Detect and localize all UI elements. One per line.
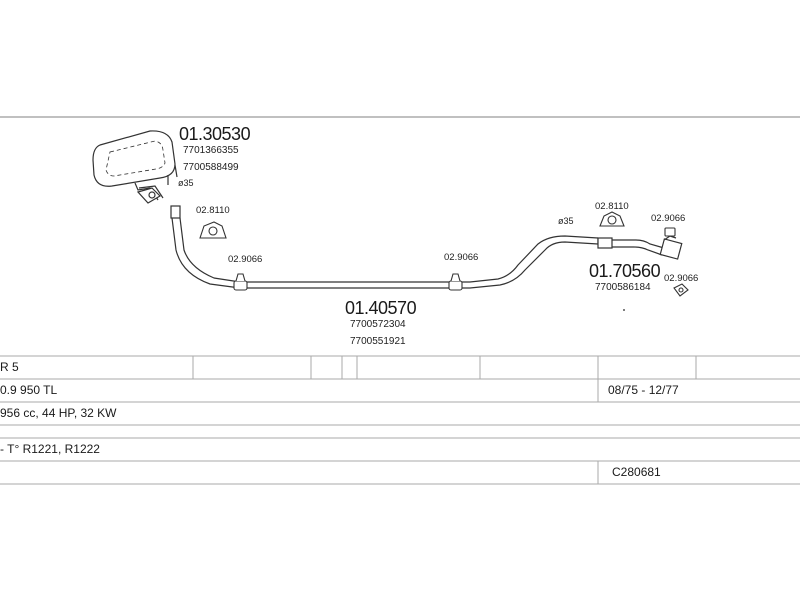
- years-cell: 08/75 - 12/77: [608, 383, 679, 397]
- hanger-front-bottom-label: 02.9066: [664, 273, 699, 284]
- rear-silencer-oe-2: 7700588499: [183, 162, 239, 173]
- hanger-front-bottom-drawing: [673, 283, 689, 297]
- hanger-front-top-drawing: [664, 227, 676, 237]
- catalog-code-cell: C280681: [612, 465, 661, 479]
- middle-pipe-drawing: [170, 205, 599, 289]
- front-pipe-drawing: [597, 235, 683, 260]
- mounting-rubber-front-drawing: [599, 211, 625, 227]
- hanger-rear-drawing: [233, 273, 248, 291]
- hanger-middle-drawing: [448, 273, 463, 291]
- mounting-rubber-rear-label: 02.8110: [196, 205, 230, 216]
- hanger-middle-label: 02.9066: [444, 252, 479, 263]
- mounting-rubber-rear-drawing: [199, 221, 227, 239]
- model-cell: R 5: [0, 360, 19, 374]
- rear-silencer-drawing: [92, 130, 178, 204]
- marker-dot: [623, 309, 625, 311]
- engine-code-cell: 0.9 950 TL: [0, 383, 58, 397]
- engine-spec-cell: 956 cc, 44 HP, 32 KW: [0, 406, 117, 420]
- rear-silencer-pipe-diameter: ø35: [178, 178, 194, 188]
- type-cell: - T° R1221, R1222: [0, 442, 100, 456]
- hanger-rear-label: 02.9066: [228, 254, 263, 265]
- hanger-front-top-label: 02.9066: [651, 213, 686, 224]
- middle-pipe-oe-1: 7700572304: [350, 319, 406, 330]
- front-pipe-oe-1: 7700586184: [595, 282, 651, 293]
- rear-silencer-part-number: 01.30530: [179, 124, 251, 144]
- front-pipe-diameter: ø35: [558, 216, 574, 226]
- middle-pipe-oe-2: 7700551921: [350, 336, 406, 347]
- rear-silencer-oe-1: 7701366355: [183, 145, 239, 156]
- front-pipe-part-number: 01.70560: [589, 261, 661, 281]
- info-table-grid: [0, 355, 800, 485]
- middle-pipe-part-number: 01.40570: [345, 298, 417, 318]
- mounting-rubber-front-label: 02.8110: [595, 201, 629, 212]
